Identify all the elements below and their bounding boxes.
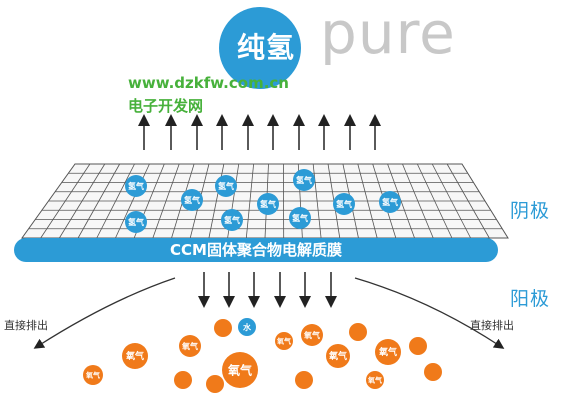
hydrogen-molecule-circle <box>333 193 355 215</box>
hydrogen-molecule-circle <box>257 193 279 215</box>
oxygen-molecule-label: 氧气 <box>85 371 100 380</box>
hydrogen-molecule-label: 氢气 <box>184 195 200 205</box>
cathode-label: 阴极 <box>510 200 551 222</box>
hydrogen-molecule-label: 氢气 <box>382 197 398 207</box>
oxygen-molecule-circle <box>301 324 323 346</box>
oxygen-molecule-circle <box>179 335 201 357</box>
oxygen-bubble <box>174 371 192 389</box>
hydrogen-molecule: 氢气 <box>257 193 279 215</box>
hydrogen-molecule-circle <box>379 191 401 213</box>
oxygen-molecule-label: 氧气 <box>181 341 198 351</box>
oxygen-bubble-circle <box>424 363 442 381</box>
hydrogen-molecule-label: 氢气 <box>218 181 234 191</box>
oxygen-bubble <box>349 323 367 341</box>
oxygen-molecule: 氧气 <box>222 352 258 388</box>
water-molecule-circle <box>238 318 256 336</box>
oxygen-bubble-circle <box>206 375 224 393</box>
oxygen-molecule: 氧气 <box>275 332 293 350</box>
oxygen-molecule: 氧气 <box>122 343 148 369</box>
oxygen-bubble <box>214 319 232 337</box>
hydrogen-molecule: 氢气 <box>289 207 311 229</box>
logo-circle <box>219 7 301 89</box>
hydrogen-molecule-circle <box>215 175 237 197</box>
hydrogen-molecule-circle <box>289 207 311 229</box>
oxygen-molecule-label: 氧气 <box>227 362 252 377</box>
hydrogen-molecule: 氢气 <box>333 193 355 215</box>
oxygen-molecule-circle <box>83 365 103 385</box>
hydrogen-molecule: 氢气 <box>125 211 147 233</box>
hydrogen-molecule-label: 氢气 <box>336 199 352 209</box>
oxygen-molecule-circle <box>366 371 384 389</box>
oxygen-molecule: 氧气 <box>301 324 323 346</box>
oxygen-bubble <box>424 363 442 381</box>
hydrogen-molecule-label: 氢气 <box>296 175 312 185</box>
down-arrows <box>198 272 337 308</box>
oxygen-molecule-label: 氧气 <box>328 350 347 362</box>
hydrogen-outlet-arrows <box>138 114 381 150</box>
oxygen-molecules: 氧气氧气氧气氧气氧气氧气氧气氧气氧气水 <box>83 318 442 393</box>
oxygen-bubble <box>295 371 313 389</box>
oxygen-molecule: 氧气 <box>326 344 350 368</box>
oxygen-molecule-circle <box>326 344 350 368</box>
hydrogen-molecule: 氢气 <box>221 209 243 231</box>
hydrogen-molecule-label: 氢气 <box>128 217 144 227</box>
oxygen-molecule-label: 氧气 <box>125 350 144 362</box>
oxygen-molecule-circle <box>275 332 293 350</box>
oxygen-bubble-circle <box>409 337 427 355</box>
hydrogen-molecule: 氢气 <box>215 175 237 197</box>
oxygen-molecule-circle <box>222 352 258 388</box>
hydrogen-molecule-label: 氢气 <box>224 215 240 225</box>
anode-label: 阳极 <box>510 288 551 310</box>
watermark-url: www.dzkfw.com.cn <box>128 74 289 92</box>
oxygen-molecule: 氧气 <box>375 339 401 365</box>
oxygen-bubble <box>206 375 224 393</box>
oxygen-bubble-circle <box>349 323 367 341</box>
logo-text: 纯氢 <box>236 31 295 64</box>
water-molecule: 水 <box>238 318 256 336</box>
exhaust-label-left: 直接排出 <box>4 319 48 332</box>
oxygen-bubble-circle <box>295 371 313 389</box>
hydrogen-molecule-label: 氢气 <box>260 199 276 209</box>
membrane-label: CCM固体聚合物电解质膜 <box>170 241 342 259</box>
oxygen-molecule-circle <box>375 339 401 365</box>
oxygen-molecule-circle <box>122 343 148 369</box>
oxygen-molecule: 氧气 <box>179 335 201 357</box>
membrane-bar <box>14 238 498 262</box>
exhaust-label-right: 直接排出 <box>470 319 514 332</box>
oxygen-molecule-label: 氧气 <box>303 330 320 340</box>
oxygen-molecule: 氧气 <box>366 371 384 389</box>
oxygen-bubble-circle <box>214 319 232 337</box>
oxygen-molecule-label: 氧气 <box>367 376 382 385</box>
oxygen-molecule: 氧气 <box>83 365 103 385</box>
hydrogen-molecule-circle <box>221 209 243 231</box>
hydrogen-molecule-circle <box>125 211 147 233</box>
hydrogen-molecule: 氢气 <box>181 189 203 211</box>
oxygen-molecule-label: 氧气 <box>276 337 291 346</box>
hydrogen-molecule-label: 氢气 <box>128 181 144 191</box>
oxygen-molecule-label: 氧气 <box>378 346 397 358</box>
hydrogen-molecule-circle <box>293 169 315 191</box>
oxygen-bubble-circle <box>174 371 192 389</box>
water-molecule-label: 水 <box>242 322 252 332</box>
hydrogen-molecule: 氢气 <box>379 191 401 213</box>
watermark-name: 电子开发网 <box>128 97 204 115</box>
exhaust-arrow-right <box>354 277 505 349</box>
hydrogen-molecules: 氢气氢气氢气氢气氢气氢气氢气氢气氢气氢气 <box>125 169 401 233</box>
logo-word: pure <box>320 0 456 67</box>
hydrogen-molecule: 氢气 <box>125 175 147 197</box>
hydrogen-molecule-circle <box>181 189 203 211</box>
hydrogen-molecule-circle <box>125 175 147 197</box>
exhaust-arrow-left <box>33 277 176 349</box>
hydrogen-molecule-label: 氢气 <box>292 213 308 223</box>
hydrogen-molecule: 氢气 <box>293 169 315 191</box>
oxygen-bubble <box>409 337 427 355</box>
